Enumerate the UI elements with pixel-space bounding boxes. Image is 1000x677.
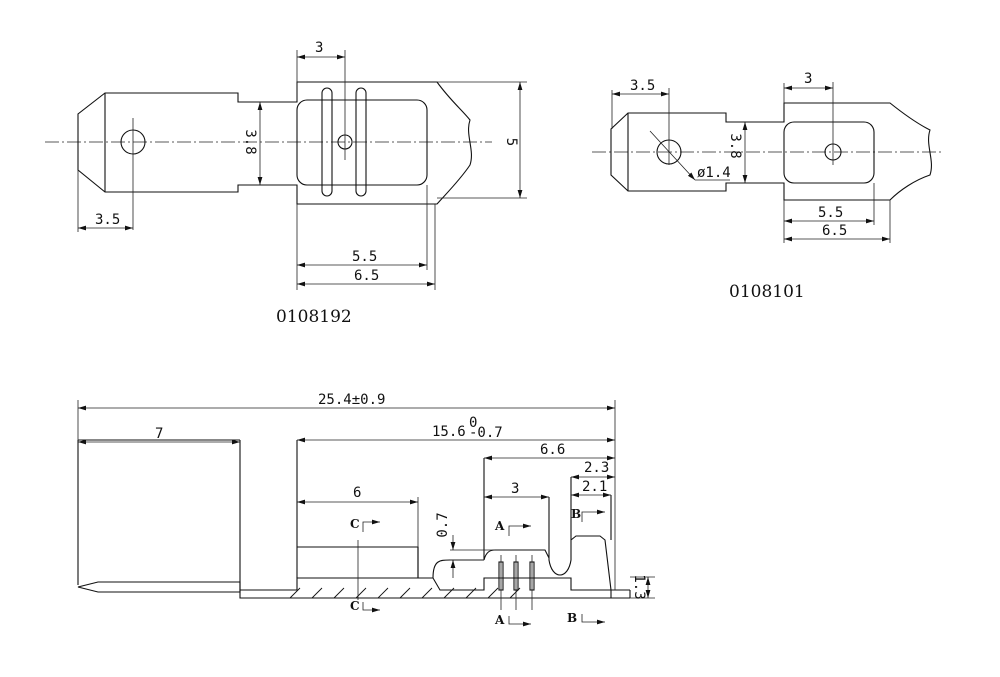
section-hatching xyxy=(289,587,521,599)
terminal-top-view-0108101: ø1.4 3.5 3 3.8 5.5 6.5 0108101 xyxy=(592,71,942,302)
dim-step-height: 0.7 xyxy=(435,512,451,537)
section-marker-b-top: B xyxy=(571,507,581,521)
dim-body-tol-upper: 0 xyxy=(469,415,477,431)
section-marker-b-bottom: B xyxy=(567,611,577,625)
dim-body-tol-lower: -0.7 xyxy=(469,425,503,441)
dim-body-height: 5 xyxy=(503,138,519,146)
dim-bump-inner: 2.1 xyxy=(582,479,607,495)
dim-hole-offset: 3 xyxy=(804,71,812,87)
dim-body-length: 6.5 xyxy=(354,268,379,284)
section-marker-c-top: C xyxy=(350,517,360,531)
section-marker-c-bottom: C xyxy=(350,599,360,613)
dim-tip-to-hole: 3.5 xyxy=(630,78,655,94)
dim-rear-section: 6.6 xyxy=(540,442,565,458)
dim-front-section: 6 xyxy=(353,485,361,501)
dim-slot-span: 3 xyxy=(511,481,519,497)
dim-overall-length: 25.4±0.9 xyxy=(318,392,385,408)
part-number-label: 0108192 xyxy=(276,307,352,327)
dim-bump-outer: 2.3 xyxy=(584,460,609,476)
dim-tip-to-hole: 3.5 xyxy=(95,212,120,228)
section-marker-a-bottom: A xyxy=(494,613,505,627)
dim-thickness: 1.3 xyxy=(631,574,647,599)
dim-body-length: 6.5 xyxy=(822,223,847,239)
part-number-label: 0108101 xyxy=(729,282,805,302)
dim-body-length: 15.6 xyxy=(432,424,466,440)
terminal-side-view: 25.4±0.9 7 15.6 0 -0.7 6.6 2.3 2.1 6 3 0… xyxy=(77,392,655,627)
dim-hole-offset: 3 xyxy=(315,40,323,56)
dim-window-length: 5.5 xyxy=(818,205,843,221)
dim-tab-length: 7 xyxy=(155,426,163,442)
dim-tab-width: 3.8 xyxy=(727,133,743,158)
dim-window-length: 5.5 xyxy=(352,249,377,265)
section-marker-a-top: A xyxy=(494,519,505,533)
dim-hole-diameter: ø1.4 xyxy=(697,165,731,181)
terminal-top-view-0108192: 3 5 3.8 3.5 5.5 6.5 0108192 xyxy=(45,40,527,327)
dim-tab-width: 3.8 xyxy=(242,129,258,154)
